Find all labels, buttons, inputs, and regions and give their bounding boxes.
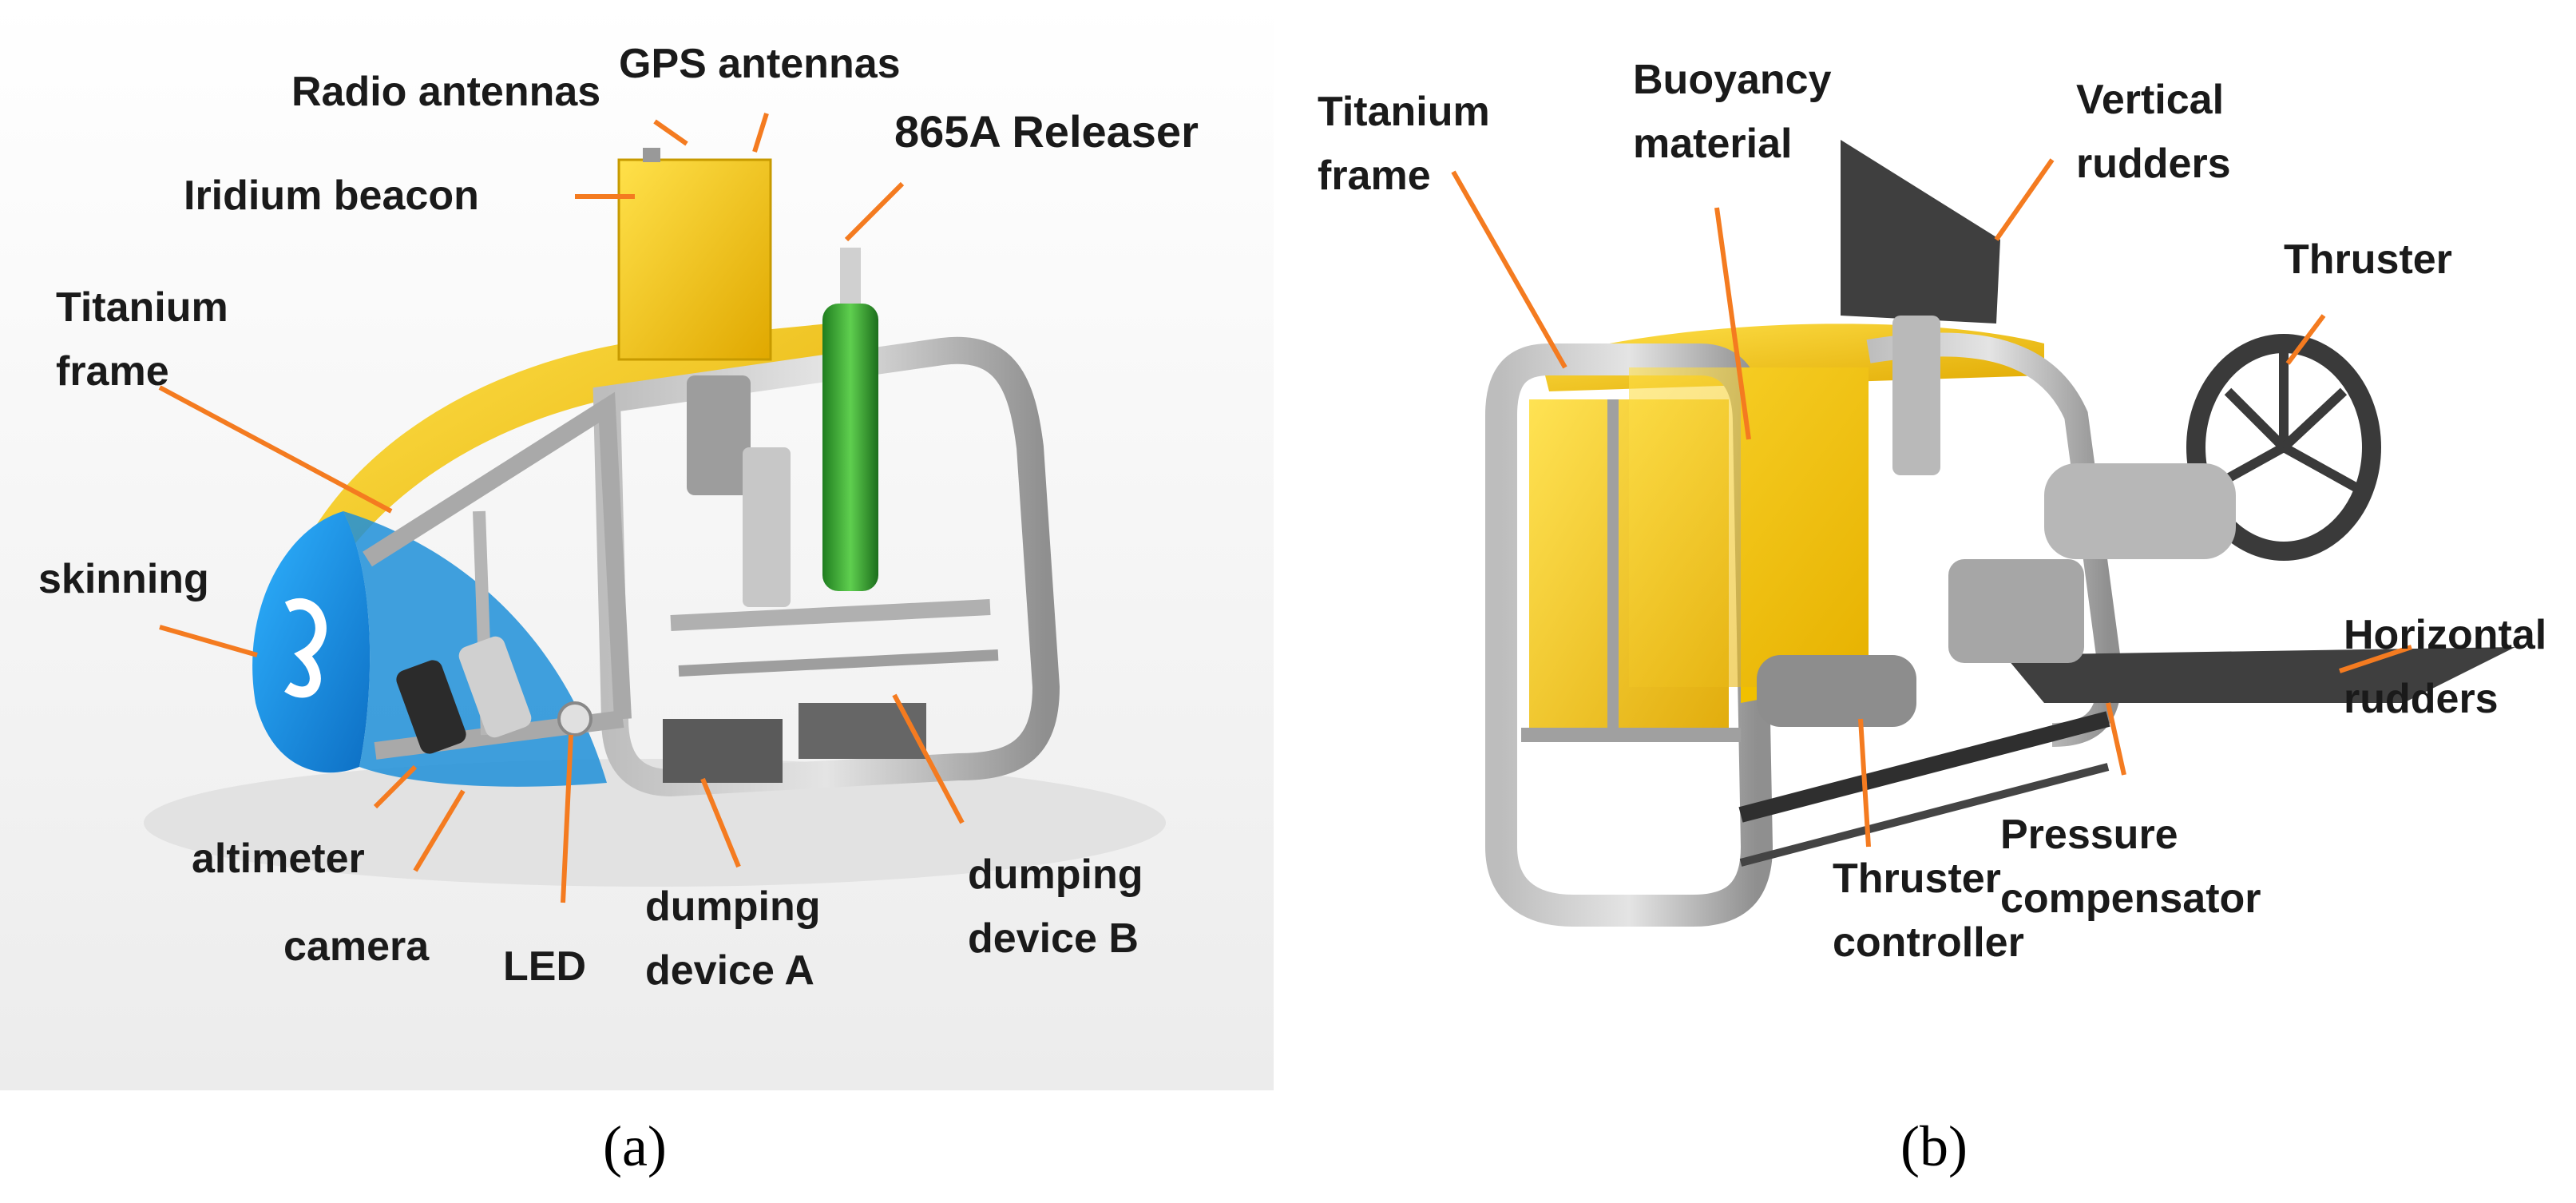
caption-panel-a: (a) [603,1114,667,1178]
horizontal-rudder-plate [2004,647,2515,703]
vertical-rudder-plate [1841,140,2000,324]
iridium-beacon-box [617,158,772,361]
label-altimeter: altimeter [192,836,365,882]
panel-b-leader-lines [1451,158,2412,848]
thruster-controller-body [1757,655,1916,727]
label-releaser: 865A Releaser [894,106,1199,157]
caption-panel-b: (b) [1900,1114,1968,1178]
dumping-device-b-block [799,703,926,759]
buoyancy-block [1629,367,1869,687]
label-led: LED [503,943,586,990]
label-camera: camera [283,923,430,970]
panel-b-vehicle [1485,140,2515,927]
panel-a-vehicle [252,148,1060,797]
label-radio-antennas: Radio antennas [291,69,601,115]
panel-a-leader-lines [158,113,965,903]
label-gps-antennas: GPS antennas [619,41,901,87]
releaser-cylinder [822,304,878,591]
label-iridium-beacon: Iridium beacon [184,173,479,219]
thruster-duct [2186,334,2381,561]
dumping-device-a-block [663,719,783,783]
label-thruster: Thruster [2284,236,2452,283]
label-skinning: skinning [38,556,209,602]
